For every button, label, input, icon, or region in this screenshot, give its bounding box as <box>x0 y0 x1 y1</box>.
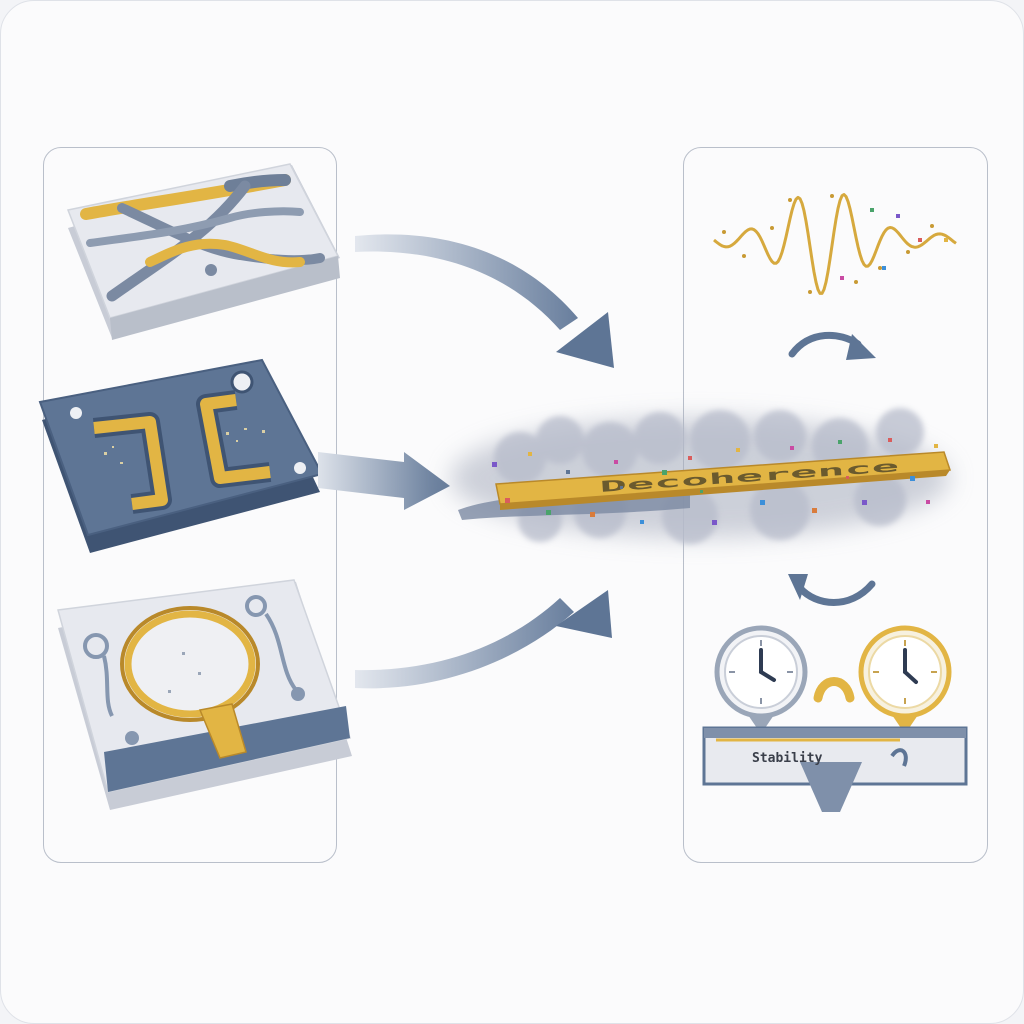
noisy-signal-bus-icon: Decoherence <box>450 408 952 544</box>
bracket-circuit-chip <box>38 358 324 553</box>
ring-resonator-chip <box>57 579 352 810</box>
arrow-bottom-input <box>355 598 574 689</box>
scale-label: Stability <box>752 751 823 766</box>
stability-scale: Stability <box>702 726 968 812</box>
link-arc-icon <box>813 677 855 703</box>
clock-icon-gold <box>858 625 952 734</box>
arrow-bottom-head <box>556 590 612 638</box>
bracket-electrode-icon <box>92 390 272 514</box>
feedback-cycle-arrows <box>788 331 876 606</box>
dual-clock-comparison: Stability <box>702 625 968 812</box>
sine-wave-icon <box>713 193 957 295</box>
cycle-arrow-bottom <box>796 580 876 606</box>
noise-particles <box>492 438 938 525</box>
crossing-circuit-chip <box>66 163 340 340</box>
crossing-waveguide-icon <box>80 174 325 302</box>
ring-resonator-icon <box>83 595 305 759</box>
clock-icon <box>714 625 808 734</box>
arrow-top-head <box>556 312 614 368</box>
arrow-middle-input <box>318 452 450 510</box>
arrow-top-input <box>355 234 578 330</box>
input-arrows <box>318 234 614 689</box>
